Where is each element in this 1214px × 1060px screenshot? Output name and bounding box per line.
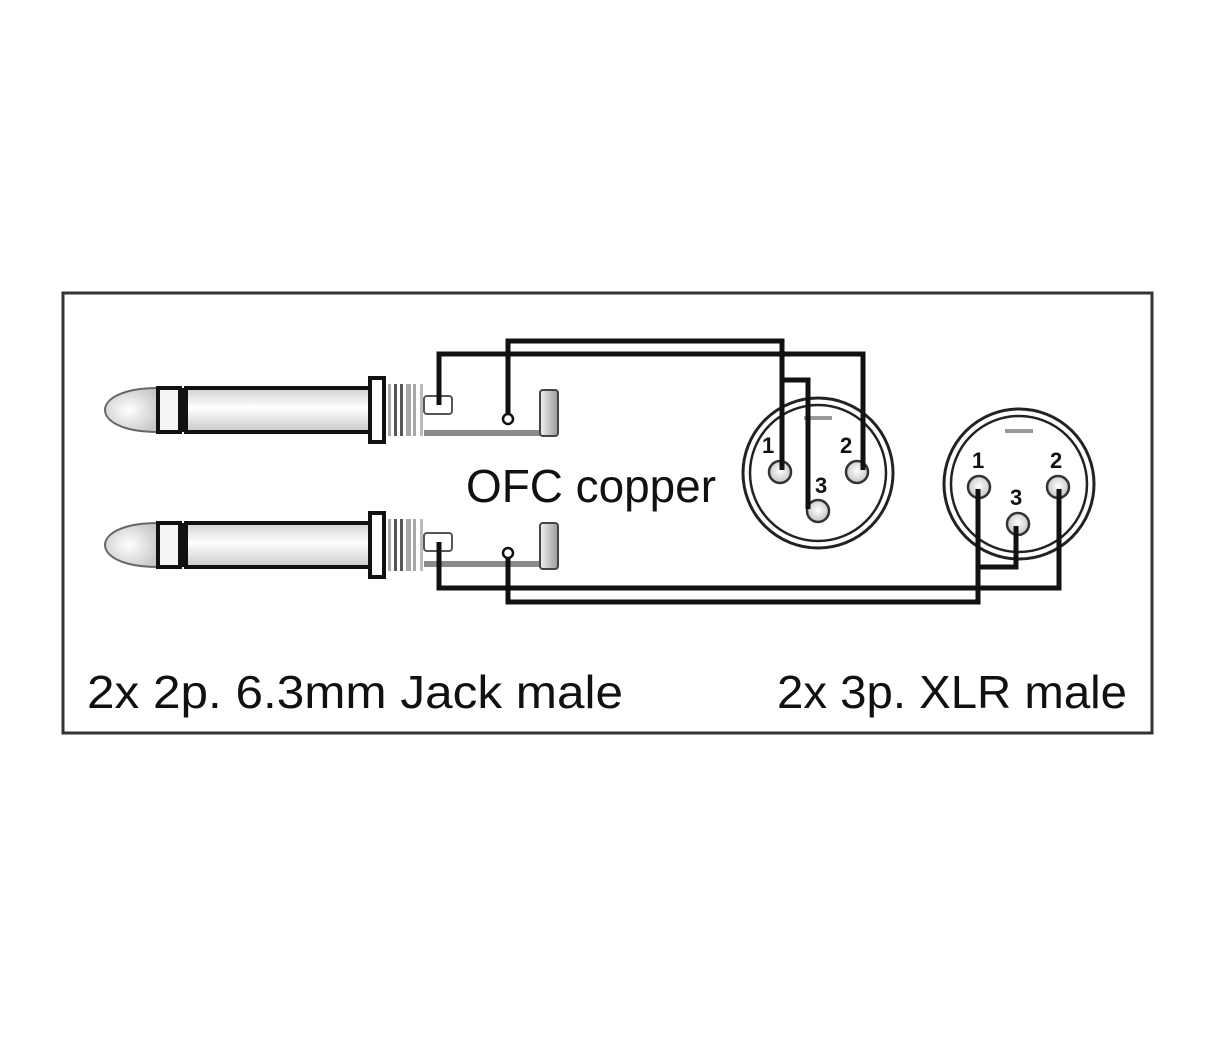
jack-ground-solder-point (501, 546, 515, 560)
wire-bottom-bridge-pin1-pin3 (978, 526, 1019, 570)
jack-plug-bottom (103, 511, 559, 579)
wire-top-ground-to-xlr-pin1 (505, 338, 785, 470)
jack-tip-insulator (156, 521, 182, 569)
jack-plug-top (103, 376, 559, 444)
jack-tip (103, 521, 159, 569)
cable-type-label: OFC copper (466, 460, 716, 512)
xlr-pin-label-3: 3 (1010, 485, 1022, 510)
jack-sleeve (184, 386, 374, 434)
jack-sleeve (184, 521, 374, 569)
xlr-connector-left: 1 2 3 (741, 396, 895, 550)
jack-ground-strip (424, 430, 552, 436)
wire-bottom-ground-to-xlr-pin1 (505, 489, 981, 605)
xlr-connector-right: 1 2 3 (942, 407, 1096, 561)
xlr-pin-label-2: 2 (840, 433, 852, 458)
jack-ground-strip (424, 561, 552, 567)
wire-top-bridge-pin1-pin3 (782, 377, 811, 509)
jack-ring-band (178, 523, 188, 567)
xlr-pin-label-1: 1 (972, 448, 984, 473)
jack-ground-solder-point (501, 412, 515, 426)
jack-tip (103, 386, 159, 434)
xlr-pin-label-3: 3 (815, 473, 827, 498)
jack-tip-insulator (156, 386, 182, 434)
xlr-pin-3 (805, 498, 831, 524)
right-connector-caption: 2x 3p. XLR male (777, 666, 1127, 718)
wire-bottom-signal-to-xlr-pin2 (436, 489, 1062, 591)
jack-collar (368, 376, 386, 444)
jack-cable-clamp (539, 522, 559, 570)
wire-top-signal-to-xlr-pin2 (436, 351, 866, 470)
left-connector-caption: 2x 2p. 6.3mm Jack male (87, 666, 623, 718)
xlr-key-notch (804, 416, 832, 420)
xlr-pin-label-2: 2 (1050, 448, 1062, 473)
jack-ring-band (178, 388, 188, 432)
xlr-key-notch (1005, 429, 1033, 433)
xlr-pin-label-1: 1 (762, 433, 774, 458)
jack-collar (368, 511, 386, 579)
jack-cable-clamp (539, 389, 559, 437)
